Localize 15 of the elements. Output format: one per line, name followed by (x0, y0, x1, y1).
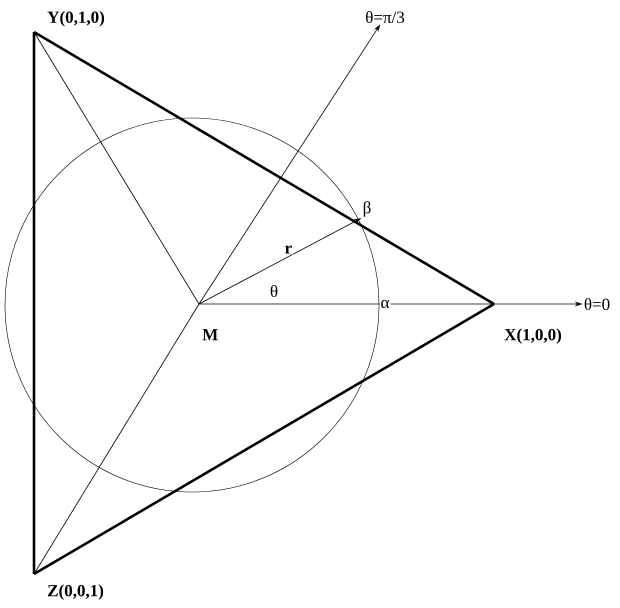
angle-label: θ=π/3 (366, 10, 404, 24)
center-label: M (202, 329, 218, 340)
line (33, 302, 495, 576)
angle-label: θ=0 (584, 298, 610, 310)
point-label: α (380, 298, 390, 310)
point-label: β (364, 201, 371, 217)
vertex-label: X(1,0,0) (504, 328, 562, 344)
vertex-label: Y(0,1,0) (48, 11, 104, 26)
angle-label: θ (268, 284, 280, 298)
line (34, 304, 200, 574)
vertex-label: Z(0,0,1) (48, 584, 104, 600)
line (32, 32, 36, 574)
line (33, 30, 495, 306)
edge-label: r (284, 244, 294, 254)
line (34, 32, 200, 304)
